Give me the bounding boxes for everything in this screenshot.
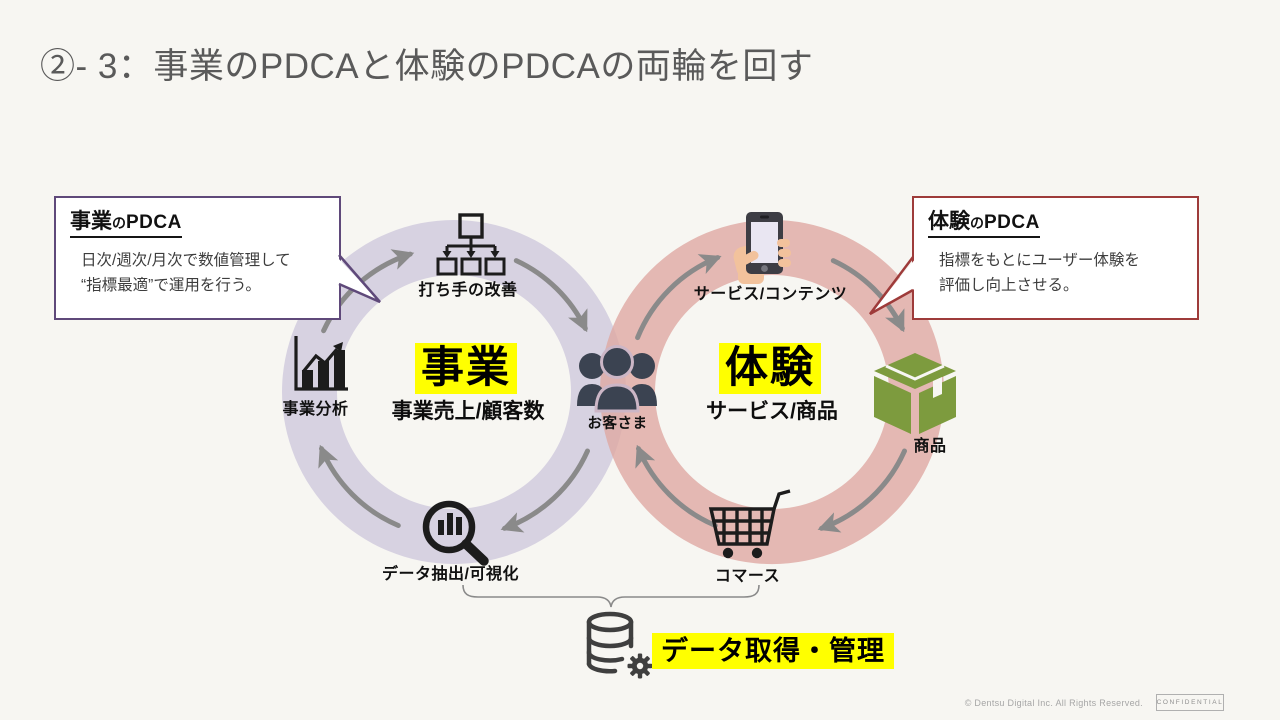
business-arrow-sw — [318, 444, 401, 528]
heading-acronym: PDCA — [984, 212, 1040, 233]
business-ring — [282, 220, 626, 564]
page-title: ②- 3：事業のPDCAと体験のPDCAの両輪を回す — [40, 47, 814, 86]
gear-icon — [627, 653, 653, 679]
experience-keyword-highlight: 体験 — [719, 343, 821, 394]
experience-center: 体験 — [695, 343, 845, 394]
customers-icon — [577, 345, 657, 413]
shopping-cart-icon — [708, 489, 791, 559]
data-layer: データ取得・管理 — [652, 629, 894, 669]
heading-emphasis: 体験 — [928, 210, 970, 233]
node-label-customer: お客さま — [587, 416, 648, 432]
business-keyword-highlight: 事業 — [415, 343, 517, 394]
confidential-badge: CONFIDENTIAL — [1156, 694, 1224, 711]
business-callout-body: 日次/週次/月次で数値管理して “指標最適”で運用を行う。 — [70, 249, 325, 299]
body-line: “指標最適”で運用を行う。 — [81, 277, 261, 295]
magnifier-chart-icon — [422, 500, 489, 566]
org-chart-icon — [436, 213, 506, 276]
node-label-commerce: コマース — [714, 568, 781, 585]
experience-callout-body: 指標をもとにユーザー体験を 評価し向上させる。 — [928, 249, 1183, 299]
business-arrow-se — [500, 448, 590, 533]
heading-emphasis: 事業 — [70, 210, 112, 233]
business-metric: 事業売上/顧客数 — [391, 400, 545, 423]
bracket — [462, 584, 760, 608]
business-pdca-callout: 事業のPDCA 日次/週次/月次で数値管理して “指標最適”で運用を行う。 — [54, 196, 341, 320]
node-label-product: 商品 — [913, 438, 947, 455]
experience-ring — [600, 219, 945, 565]
heading-acronym: PDCA — [126, 212, 182, 233]
package-icon — [874, 353, 956, 434]
heading-particle: の — [112, 215, 126, 231]
heading-particle: の — [970, 215, 984, 231]
data-layer-highlight: データ取得・管理 — [652, 633, 894, 669]
database-gear-icon — [586, 611, 654, 680]
business-arrow-ne — [513, 258, 588, 333]
node-label-business-analysis: 事業分析 — [282, 401, 349, 418]
node-label-service-contents: サービス/コンテンツ — [693, 286, 848, 303]
business-callout-heading: 事業のPDCA — [70, 209, 182, 239]
bar-chart-growth-icon — [294, 336, 348, 391]
experience-arrow-nw — [635, 254, 722, 341]
body-line: 日次/週次/月次で数値管理して — [81, 252, 291, 270]
body-line: 指標をもとにユーザー体験を — [939, 252, 1140, 270]
experience-pdca-callout: 体験のPDCA 指標をもとにユーザー体験を 評価し向上させる。 — [912, 196, 1199, 320]
copyright-text: © Dentsu Digital Inc. All Rights Reserve… — [964, 698, 1143, 708]
experience-arrow-se — [817, 448, 907, 533]
business-center: 事業 — [391, 343, 541, 394]
node-label-data-extract: データ抽出/可視化 — [382, 566, 519, 583]
experience-callout-heading: 体験のPDCA — [928, 209, 1040, 239]
experience-metric: サービス/商品 — [706, 400, 838, 423]
node-label-improvement: 打ち手の改善 — [418, 282, 518, 299]
smartphone-in-hand-icon — [733, 212, 791, 284]
experience-arrow-sw — [635, 444, 718, 528]
body-line: 評価し向上させる。 — [939, 277, 1079, 295]
